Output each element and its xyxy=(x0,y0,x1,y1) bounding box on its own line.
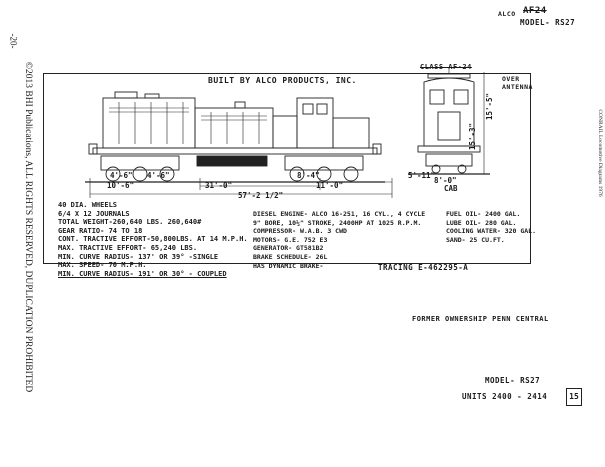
spec-line: HAS DYNAMIC BRAKE- xyxy=(253,261,324,270)
axle-right-dimension: 8'-4" xyxy=(297,171,320,180)
truck-center-dimension: 31'-0" xyxy=(205,181,233,190)
spec-line: LUBE OIL- 280 GAL. xyxy=(446,218,517,227)
tracing-number: TRACING E-462295-A xyxy=(378,263,469,272)
spec-line: TOTAL WEIGHT-260,640 LBS. 260,640# xyxy=(58,218,202,227)
spec-line: SAND- 25 CU.FT. xyxy=(446,235,505,244)
footer-model: MODEL- RS27 xyxy=(485,376,541,385)
height-cab-dimension: 15'-3" xyxy=(468,122,478,151)
page-number: -20- xyxy=(8,33,19,49)
dimension-lines xyxy=(89,178,393,198)
locomotive-end-view xyxy=(408,68,490,175)
spec-line: DIESEL ENGINE- ALCO 16-251, 16 CYL., 4 C… xyxy=(253,210,426,218)
builder-caption: BUILT BY ALCO PRODUCTS, INC. xyxy=(208,76,357,85)
spec-line: CONT. TRACTIVE EFFORT-50,800LBS. AT 14 M… xyxy=(58,235,248,244)
spec-line: MIN. CURVE RADIUS- 137' OR 39° -SINGLE xyxy=(58,252,219,261)
footer-units: UNITS 2400 - 2414 xyxy=(462,392,548,401)
header-class-code: AF24 xyxy=(523,6,547,16)
class-label: CLASS AF-24 xyxy=(420,63,472,71)
specs-right-column: FUEL OIL- 2400 GAL. LUBE OIL- 280 GAL. C… xyxy=(446,210,536,244)
spec-line: MOTORS- G.E. 752 E3 xyxy=(253,235,328,244)
rear-overhang-dimension: 11'-0" xyxy=(316,181,344,190)
cab-label: CAB xyxy=(444,184,458,193)
spec-line: 6/4 X 12 JOURNALS xyxy=(58,209,130,218)
truck-width-dimension: 5'-11" xyxy=(408,171,436,180)
spec-line: COOLING WATER- 320 GAL. xyxy=(446,227,537,236)
spec-line: BRAKE SCHEDULE- 26L xyxy=(253,252,328,261)
height-total-dimension: 15'-5" xyxy=(485,92,495,121)
specs-left-column: 40 DIA. WHEELS 6/4 X 12 JOURNALS TOTAL W… xyxy=(58,201,248,278)
spec-line: 40 DIA. WHEELS xyxy=(58,201,118,209)
spec-line: GEAR RATIO- 74 TO 18 xyxy=(58,226,143,235)
former-ownership: FORMER OWNERSHIP PENN CENTRAL xyxy=(412,315,549,323)
header-builder-code: ALCO xyxy=(498,10,516,18)
spec-line: MAX. TRACTIVE EFFORT- 65,240 LBS. xyxy=(58,243,198,252)
spec-line: MAX. SPEED- 70 M.P.H. xyxy=(58,261,147,270)
header-model: MODEL- RS27 xyxy=(520,18,576,27)
spec-line: FUEL OIL- 2400 GAL. xyxy=(446,210,521,218)
axle-left-a-dimension: 4'-6" xyxy=(110,171,133,180)
copyright-notice: ©2013 BHI Publications, ALL RIGHTS RESER… xyxy=(23,61,33,393)
cab-width-dimension: 8'-0" xyxy=(434,176,457,185)
diagram-frame xyxy=(43,73,531,264)
page-box-number: 15 xyxy=(566,388,582,406)
side-note: CONRAIL Locomotive Diagrams 1976 xyxy=(597,109,603,197)
spec-line: GENERATOR- GT581B2 xyxy=(253,244,324,253)
truck-spacing-dimension: 10'-6" xyxy=(107,181,135,190)
specs-middle-column: DIESEL ENGINE- ALCO 16-251, 16 CYL., 4 C… xyxy=(253,210,425,270)
axle-left-b-dimension: 4'-6" xyxy=(147,171,170,180)
spec-line: COMPRESSOR- W.A.B. 3 CWD xyxy=(253,227,347,236)
over-antenna-line2: ANTENNA xyxy=(502,83,533,91)
spec-line: MIN. CURVE RADIUS- 191' OR 30° - COUPLED xyxy=(58,269,227,278)
over-antenna-line1: OVER xyxy=(502,75,520,83)
spec-line: 9" BORE, 10½" STROKE, 2400HP AT 1025 R.P… xyxy=(253,218,422,227)
overall-length-dimension: 57'-2 1/2" xyxy=(238,191,284,200)
